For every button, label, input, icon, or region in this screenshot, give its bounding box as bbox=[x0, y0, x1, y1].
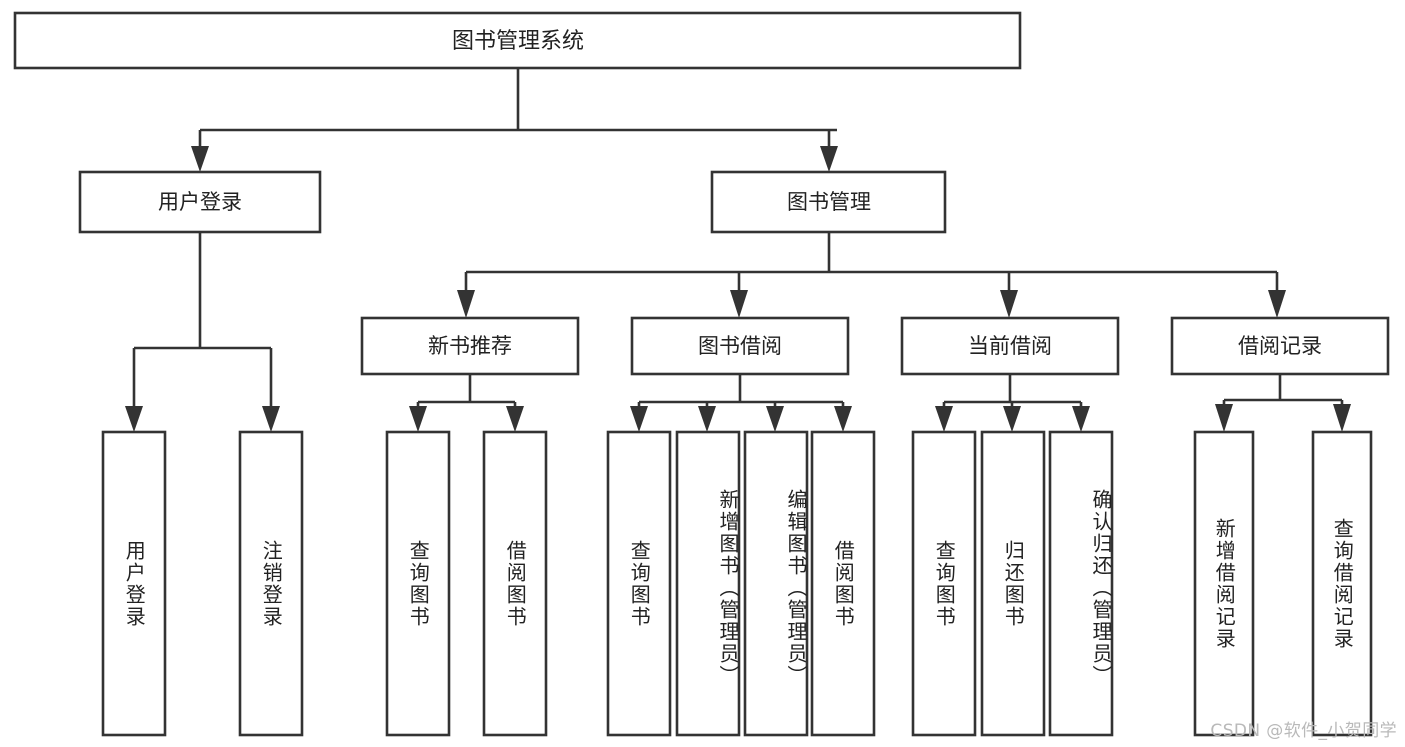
node-root-box[interactable] bbox=[13, 11, 1022, 70]
node-user-login[interactable]: 用户登录 bbox=[78, 170, 322, 234]
node-current-borrow-box[interactable] bbox=[900, 316, 1120, 376]
arrow-head-leaf-user-login bbox=[125, 406, 143, 432]
arrow-head-leaf-query-book-1 bbox=[409, 406, 427, 432]
arrow-head-book-manage bbox=[820, 146, 838, 172]
node-book-manage[interactable]: 图书管理 bbox=[710, 170, 947, 234]
node-new-book-recommend[interactable]: 新书推荐 bbox=[360, 316, 580, 376]
node-book-manage-label: 图书管理 bbox=[787, 190, 871, 214]
node-borrow-record-label: 借阅记录 bbox=[1238, 334, 1322, 358]
arrow-head-leaf-add-book bbox=[698, 406, 716, 432]
node-user-login-box[interactable] bbox=[78, 170, 322, 234]
arrow-head-leaf-return-book bbox=[1003, 406, 1021, 432]
arrow-head-borrow-record bbox=[1268, 290, 1286, 318]
leaf-borrow-book-2-box[interactable] bbox=[810, 430, 876, 737]
leaf-borrow-book-1-box[interactable] bbox=[482, 430, 548, 737]
node-book-manage-box[interactable] bbox=[710, 170, 947, 234]
leaf-add-book-box[interactable] bbox=[675, 430, 741, 737]
connector-layer bbox=[125, 68, 1351, 432]
arrow-head-new-book-recommend bbox=[457, 290, 475, 318]
arrow-head-leaf-confirm-return bbox=[1072, 406, 1090, 432]
arrow-head-leaf-borrow-book-1 bbox=[506, 406, 524, 432]
leaf-confirm-return-box[interactable] bbox=[1048, 430, 1114, 737]
node-book-borrow[interactable]: 图书借阅 bbox=[630, 316, 850, 376]
node-current-borrow[interactable]: 当前借阅 bbox=[900, 316, 1120, 376]
node-root[interactable]: 图书管理系统 bbox=[13, 11, 1022, 70]
leaf-add-record-box[interactable] bbox=[1193, 430, 1255, 737]
leaf-query-book-2-box[interactable] bbox=[606, 430, 672, 737]
arrow-head-leaf-add-record bbox=[1215, 404, 1233, 432]
arrow-head-leaf-user-logout bbox=[262, 406, 280, 432]
leaf-layer bbox=[101, 430, 1373, 737]
arrow-head-leaf-edit-book bbox=[766, 406, 784, 432]
node-borrow-record-box[interactable] bbox=[1170, 316, 1390, 376]
node-current-borrow-label: 当前借阅 bbox=[968, 334, 1052, 358]
leaf-query-book-1-box[interactable] bbox=[385, 430, 451, 737]
node-root-label: 图书管理系统 bbox=[452, 29, 584, 54]
node-new-book-recommend-box[interactable] bbox=[360, 316, 580, 376]
arrow-head-leaf-query-record bbox=[1333, 404, 1351, 432]
node-new-book-recommend-label: 新书推荐 bbox=[428, 334, 512, 358]
leaf-query-record-box[interactable] bbox=[1311, 430, 1373, 737]
arrow-head-leaf-query-book-2 bbox=[630, 406, 648, 432]
node-borrow-record[interactable]: 借阅记录 bbox=[1170, 316, 1390, 376]
arrow-head-leaf-query-book-3 bbox=[935, 406, 953, 432]
node-book-borrow-label: 图书借阅 bbox=[698, 334, 782, 358]
node-user-login-label: 用户登录 bbox=[158, 190, 242, 214]
node-book-borrow-box[interactable] bbox=[630, 316, 850, 376]
arrow-head-current-borrow bbox=[1000, 290, 1018, 318]
csdn-watermark: CSDN @软件_小贺同学 bbox=[1210, 721, 1397, 741]
arrow-head-book-borrow bbox=[730, 290, 748, 318]
leaf-edit-book-box[interactable] bbox=[743, 430, 809, 737]
leaf-user-logout-box[interactable] bbox=[238, 430, 304, 737]
leaf-query-book-3-box[interactable] bbox=[911, 430, 977, 737]
arrow-head-user-login bbox=[191, 146, 209, 172]
leaf-return-book-box[interactable] bbox=[980, 430, 1046, 737]
arrow-head-leaf-borrow-book-2 bbox=[834, 406, 852, 432]
leaf-user-login-box[interactable] bbox=[101, 430, 167, 737]
